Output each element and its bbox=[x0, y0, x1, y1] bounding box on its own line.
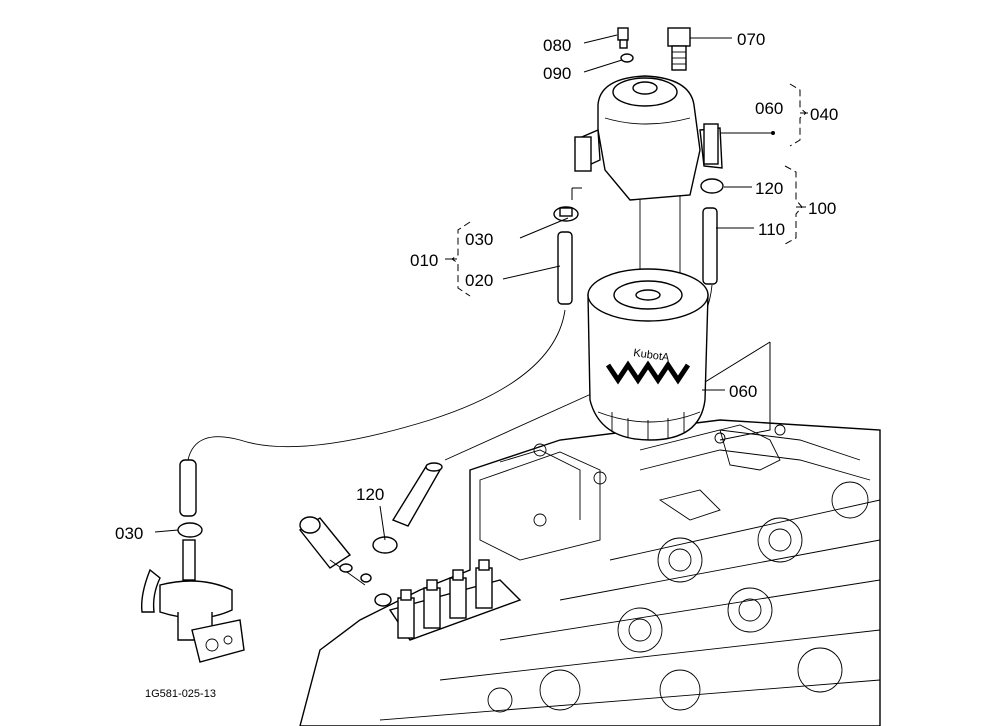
hose-lower-left bbox=[179, 459, 197, 517]
fuel-hose-return bbox=[187, 309, 566, 461]
callout-060-top: 060 bbox=[755, 99, 783, 118]
air-vent-plug-080 bbox=[617, 27, 629, 49]
washer-090 bbox=[620, 53, 634, 63]
bracket-010 bbox=[451, 221, 471, 297]
callout-080: 080 bbox=[543, 36, 571, 55]
leader-dot-060 bbox=[771, 131, 775, 135]
callout-070: 070 bbox=[737, 30, 765, 49]
filter-brand-logo bbox=[605, 360, 691, 385]
callout-110: 110 bbox=[758, 220, 785, 239]
bracket-040 bbox=[789, 83, 807, 147]
injection-pump-bank bbox=[298, 516, 522, 641]
callout-010: 010 bbox=[410, 251, 438, 270]
callout-120-right: 120 bbox=[755, 179, 783, 198]
bolt-070 bbox=[667, 27, 691, 71]
hose-110 bbox=[702, 207, 718, 285]
hose-clamp-120-upper bbox=[700, 178, 724, 194]
callout-020: 020 bbox=[465, 271, 493, 290]
fuel-feed-pump bbox=[140, 539, 245, 663]
callout-040: 040 bbox=[810, 105, 838, 124]
callout-120-lower: 120 bbox=[356, 485, 384, 504]
callout-060-filter: 060 bbox=[729, 382, 757, 401]
fuel-filter-cartridge: KubotA bbox=[587, 268, 709, 441]
hose-clamp-030-lower bbox=[177, 522, 203, 538]
callout-030-mid: 030 bbox=[465, 230, 493, 249]
callout-030-left: 030 bbox=[115, 524, 143, 543]
filter-brand-label: KubotA bbox=[633, 347, 671, 364]
bracket-100 bbox=[784, 165, 803, 245]
engine-cylinder-head bbox=[299, 419, 881, 726]
fuel-filter-head bbox=[574, 75, 723, 201]
drawing-code: 1G581-025-13 bbox=[145, 688, 216, 700]
hose-lower-center bbox=[391, 464, 442, 527]
callout-100: 100 bbox=[808, 199, 836, 218]
leader-lines bbox=[154, 34, 808, 541]
hose-020 bbox=[557, 231, 573, 305]
callout-090: 090 bbox=[543, 64, 571, 83]
